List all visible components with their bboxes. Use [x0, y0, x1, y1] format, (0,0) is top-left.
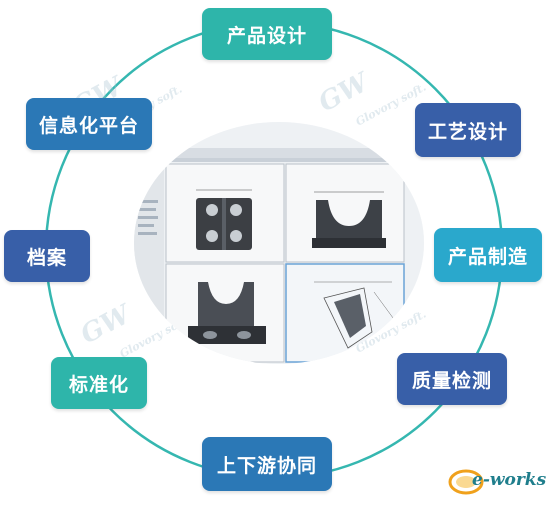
- node-label: 信息化平台: [38, 114, 139, 137]
- node-label: 标准化: [68, 373, 129, 396]
- node-supply-chain: 上下游协同: [202, 437, 332, 491]
- node-label: 工艺设计: [427, 120, 508, 143]
- node-label: 质量检测: [411, 369, 492, 392]
- node-info-platform: 信息化平台: [26, 98, 152, 150]
- eworks-logo-icon: [448, 469, 484, 495]
- node-archive: 档案: [4, 230, 90, 282]
- node-product-manufacture: 产品制造: [434, 228, 542, 282]
- node-product-design: 产品设计: [202, 8, 332, 60]
- node-label: 档案: [26, 246, 67, 269]
- cad-screenshot: [134, 122, 424, 364]
- node-label: 产品设计: [226, 24, 307, 47]
- node-standardization: 标准化: [51, 357, 147, 409]
- node-process-design: 工艺设计: [415, 103, 521, 157]
- cad-drawing: [134, 122, 424, 364]
- node-label: 产品制造: [447, 245, 528, 268]
- node-label: 上下游协同: [216, 454, 317, 477]
- node-quality-inspection: 质量检测: [397, 353, 507, 405]
- eworks-logo-text: e-works: [472, 470, 547, 490]
